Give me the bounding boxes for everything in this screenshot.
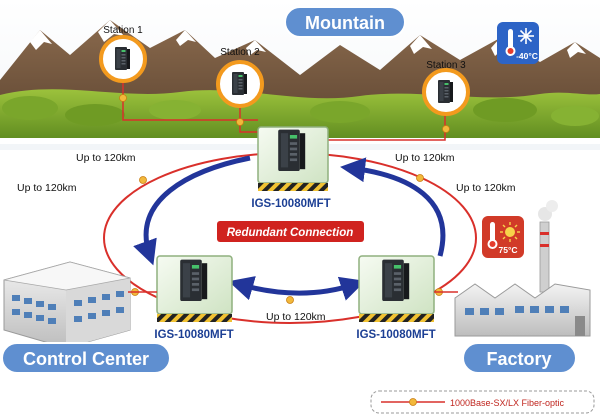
factory-region-badge: Factory [462, 342, 577, 374]
legend: 1000Base-SX/LX Fiber-optic [370, 390, 595, 414]
control-center-region-badge: Control Center [1, 342, 171, 374]
mountain-label: Mountain [305, 13, 385, 33]
switch-left-model: IGS-10080MFT [154, 329, 233, 341]
factory-icon [454, 200, 591, 337]
hot-temperature-badge: 75°C [482, 216, 524, 258]
switch-top-model: IGS-10080MFT [251, 198, 330, 210]
station-fiber-lines [122, 80, 446, 141]
station-3: Station 3 [422, 60, 470, 116]
distance-label-left: Up to 120km [17, 182, 77, 194]
station-2-label: Station 2 [220, 47, 260, 58]
distance-label-right: Up to 120km [456, 182, 516, 194]
sun-thermometer-icon [487, 222, 520, 249]
distance-label-bottom: Up to 120km [266, 311, 326, 323]
control-center-label: Control Center [23, 349, 149, 369]
legend-connector-icon [409, 398, 417, 406]
distance-label-top-right: Up to 120km [395, 152, 455, 164]
switch-right: IGS-10080MFT [356, 255, 436, 341]
switch-top: IGS-10080MFT [251, 126, 331, 210]
legend-fiber-label: 1000Base-SX/LX Fiber-optic [450, 398, 565, 408]
cold-temperature-badge: -40°C [497, 22, 539, 64]
station-2: Station 2 [216, 47, 264, 108]
factory-label: Factory [486, 349, 551, 369]
office-building-icon [3, 261, 131, 349]
redundant-connection-label: Redundant Connection [227, 227, 354, 239]
station-3-label: Station 3 [426, 60, 466, 71]
switch-left: IGS-10080MFT [154, 255, 234, 341]
station-1-label: Station 1 [103, 25, 143, 36]
cold-temperature-text: -40°C [516, 51, 538, 61]
snowflake-thermometer-icon [505, 28, 534, 56]
redundant-connection-badge: Redundant Connection [217, 221, 364, 242]
redundant-arrows [133, 155, 446, 301]
distance-label-top-left: Up to 120km [76, 152, 136, 164]
industrial-switch-icon [278, 129, 306, 171]
hot-temperature-text: 75°C [499, 245, 518, 255]
fiber-connector-icon [119, 94, 450, 133]
switch-right-model: IGS-10080MFT [356, 329, 435, 341]
mountain-region-badge: Mountain [284, 6, 406, 38]
station-1: Station 1 [99, 25, 147, 83]
